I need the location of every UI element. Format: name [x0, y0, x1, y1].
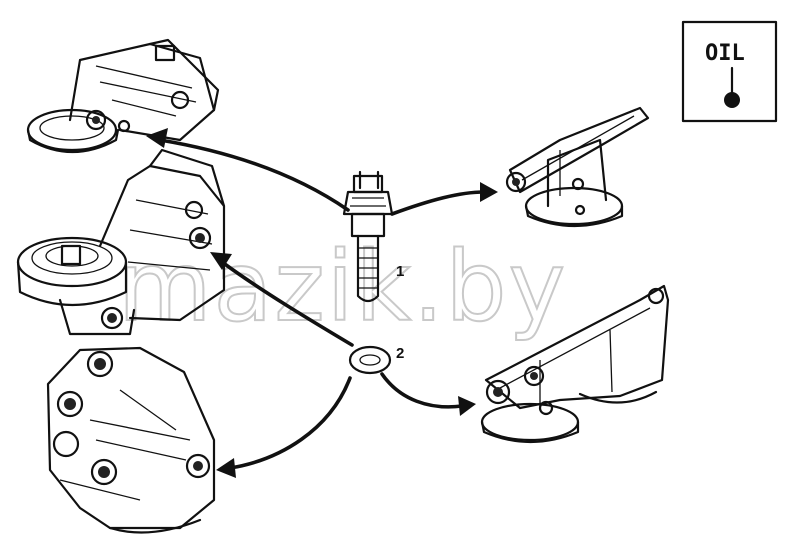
arrow-to-bottom-left-housing: [216, 376, 352, 478]
sealing-washer: [348, 345, 392, 375]
oil-label: OIL: [705, 41, 745, 66]
arrow-to-middle-left-housing: [210, 252, 354, 347]
arrow-to-bottom-right-housing: [380, 372, 476, 416]
oil-filter-housing-middle-left: [16, 148, 226, 336]
thermometer-icon: [724, 66, 740, 108]
oil-filter-housing-top-left: [26, 38, 220, 154]
callout-washer: 2: [396, 345, 404, 362]
arrow-to-top-left-housing: [146, 128, 350, 212]
oil-temperature-icon-box: OIL: [681, 20, 778, 123]
callout-sensor: 1: [396, 263, 404, 280]
icon-frame: [681, 20, 778, 123]
arrow-to-top-right-housing: [390, 182, 498, 216]
oil-filter-housing-top-right: [505, 106, 650, 228]
oil-filter-housing-bottom-right: [480, 284, 670, 444]
oil-filter-housing-bottom-left: [46, 346, 216, 534]
watermark: mazik.by: [118, 231, 567, 343]
